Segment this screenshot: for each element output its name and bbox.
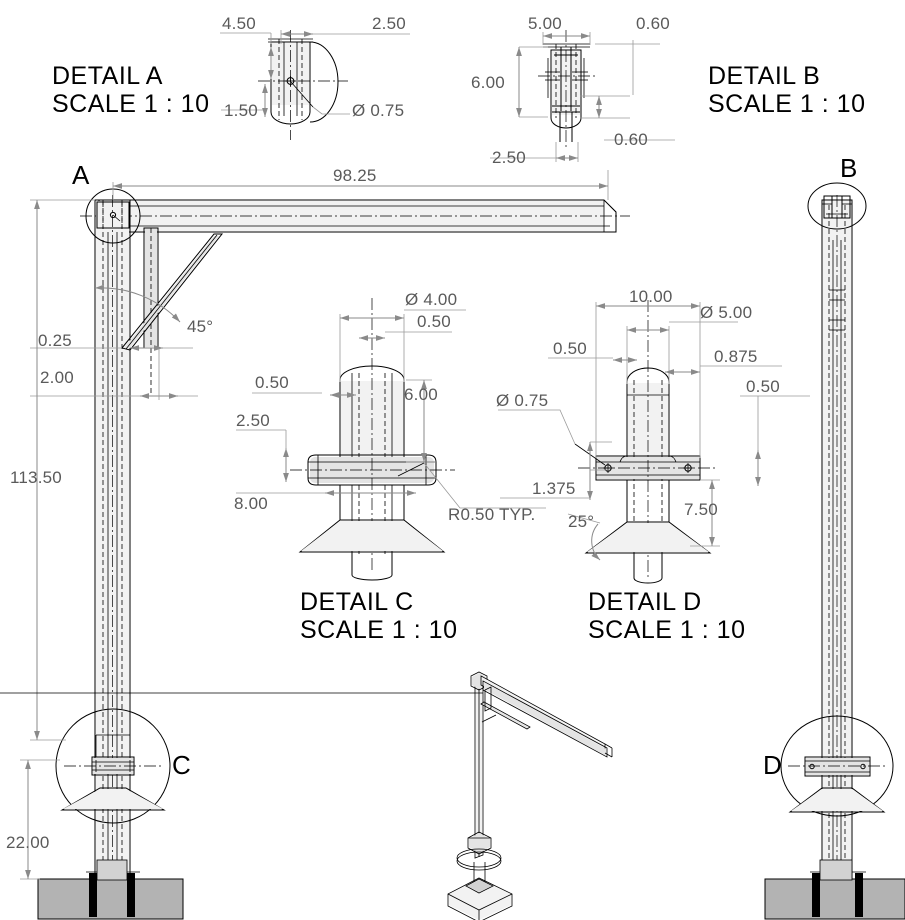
dim-gusset-top: 0.25 xyxy=(38,331,72,350)
detail-b-title: DETAIL B SCALE 1 : 10 xyxy=(708,62,865,118)
dim-b-height: 6.00 xyxy=(471,73,505,92)
dim-d-wall-left: 0.50 xyxy=(553,339,587,358)
main-elevation-left xyxy=(37,188,630,920)
dim-b-offset-right: 0.60 xyxy=(636,14,670,33)
dim-c-radius-note: R0.50 TYP. xyxy=(448,505,536,524)
dim-a-width-left: 4.50 xyxy=(222,14,256,33)
main-view-dimensions xyxy=(20,170,609,880)
dim-a-height-lower: 1.50 xyxy=(224,101,258,120)
dim-a-width-right: 2.50 xyxy=(372,14,406,33)
dim-d-hole-dia: Ø 0.75 xyxy=(496,391,549,410)
detail-a-title-label: DETAIL A xyxy=(52,62,163,90)
balloon-d: D xyxy=(763,750,782,780)
balloon-a: A xyxy=(72,160,90,190)
dim-b-width: 5.00 xyxy=(528,14,562,33)
detail-d-dimensions xyxy=(500,302,810,547)
detail-d-scale-label: SCALE 1 : 10 xyxy=(588,616,746,644)
isometric-view xyxy=(0,671,613,920)
dim-c-wall-right: 0.50 xyxy=(417,312,451,331)
balloon-b: B xyxy=(840,153,858,183)
dim-d-plate-thk: 0.50 xyxy=(746,377,780,396)
detail-a-scale-label: SCALE 1 : 10 xyxy=(52,90,210,118)
dim-d-chamfer-angle: 25° xyxy=(568,512,595,531)
detail-c-title-label: DETAIL C xyxy=(300,588,414,616)
dim-c-outer-dia: Ø 4.00 xyxy=(405,290,458,309)
dim-d-lower-height: 7.50 xyxy=(684,500,718,519)
dim-b-width-bottom: 2.50 xyxy=(492,148,526,167)
dim-d-plate-width: 10.00 xyxy=(629,287,673,306)
dim-c-collar-top: 2.50 xyxy=(236,411,270,430)
detail-a-dimensions xyxy=(220,30,410,117)
dim-c-collar-height: 6.00 xyxy=(404,385,438,404)
detail-c-geometry xyxy=(290,298,546,581)
detail-d-title: DETAIL D SCALE 1 : 10 xyxy=(588,588,745,644)
dim-d-offset-right: 0.875 xyxy=(714,347,758,366)
balloon-c: C xyxy=(172,750,191,780)
detail-d-geometry xyxy=(498,300,716,584)
dim-b-thickness-bottom: 0.60 xyxy=(614,130,648,149)
dim-gusset-bottom: 2.00 xyxy=(40,368,74,387)
detail-c-scale-label: SCALE 1 : 10 xyxy=(300,616,458,644)
detail-a-geometry xyxy=(258,30,350,140)
detail-c-title: DETAIL C SCALE 1 : 10 xyxy=(300,588,457,644)
dim-c-wall-left: 0.50 xyxy=(255,373,289,392)
main-elevation-right xyxy=(764,182,905,920)
detail-d-title-label: DETAIL D xyxy=(588,588,702,616)
detail-c-dimensions xyxy=(236,309,466,496)
detail-b-scale-label: SCALE 1 : 10 xyxy=(708,90,866,118)
dim-arm-length: 98.25 xyxy=(333,166,377,185)
dim-base-height: 22.00 xyxy=(6,833,50,852)
detail-b-dimensions xyxy=(490,32,675,162)
dim-c-collar-bottom: 8.00 xyxy=(234,494,268,513)
detail-b-title-label: DETAIL B xyxy=(708,62,821,90)
dim-brace-angle: 45° xyxy=(187,317,214,336)
dim-a-hole-dia: Ø 0.75 xyxy=(352,101,405,120)
dim-d-hole-offset: 1.375 xyxy=(532,479,576,498)
detail-a-title: DETAIL A SCALE 1 : 10 xyxy=(52,62,209,118)
dim-d-tube-dia: Ø 5.00 xyxy=(700,303,753,322)
dim-column-height: 113.50 xyxy=(10,468,62,487)
detail-b-geometry xyxy=(538,30,596,150)
